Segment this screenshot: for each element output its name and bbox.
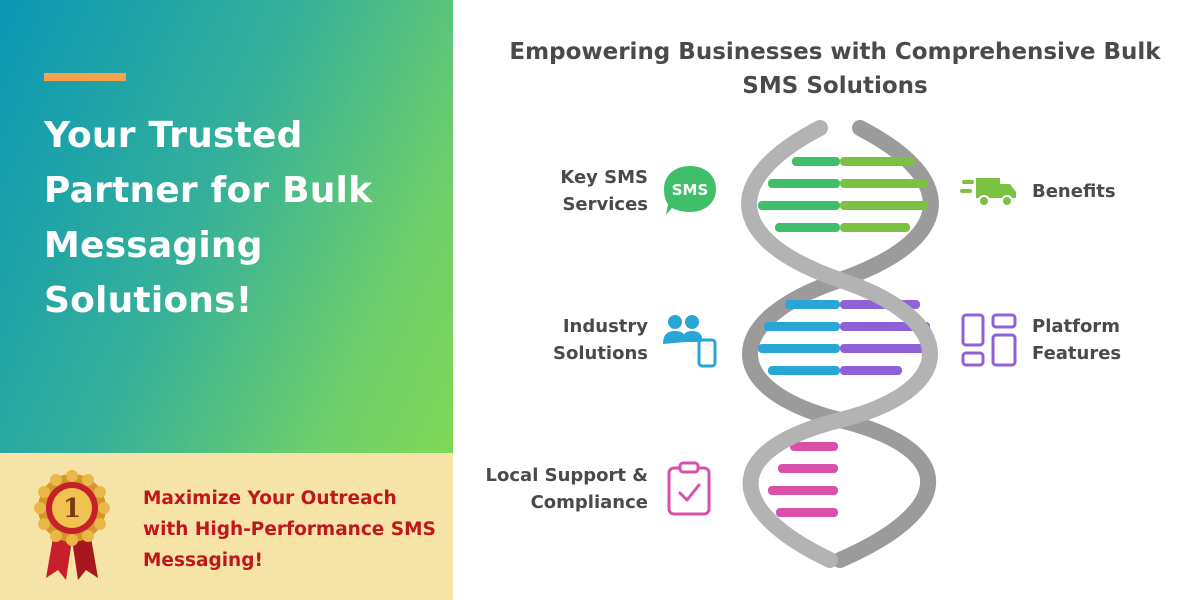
hero-headline: Your Trusted Partner for Bulk Messaging … <box>44 115 373 321</box>
dna-helix-graphic <box>741 120 939 568</box>
delivery-truck-icon <box>960 178 1016 207</box>
clipboard-check-icon <box>667 461 711 516</box>
layout-grid-icon <box>961 313 1017 367</box>
users-device-icon <box>663 315 717 368</box>
label-platform-features: Platform Features <box>1032 316 1122 364</box>
label-local-support-compliance: Local Support & Compliance <box>485 465 648 513</box>
award-medal-icon: 1 <box>34 470 110 580</box>
medal-number: 1 <box>63 494 81 524</box>
svg-text:SMS: SMS <box>672 181 709 199</box>
infographic-title: Empowering Businesses with Comprehensive… <box>509 39 1161 99</box>
label-key-sms-services: Key SMS Services <box>560 167 648 215</box>
helix-front-strand <box>741 120 938 568</box>
promo-text: Maximize Your Outreach with High-Perform… <box>143 488 436 571</box>
sms-bubble-icon: SMS <box>664 166 716 215</box>
rungs-pink <box>768 442 838 517</box>
label-industry-solutions: Industry Solutions <box>553 316 648 364</box>
rungs-green <box>758 157 928 232</box>
accent-bar <box>44 73 126 81</box>
helix-back-strand <box>742 120 939 568</box>
label-benefits: Benefits <box>1032 181 1116 202</box>
